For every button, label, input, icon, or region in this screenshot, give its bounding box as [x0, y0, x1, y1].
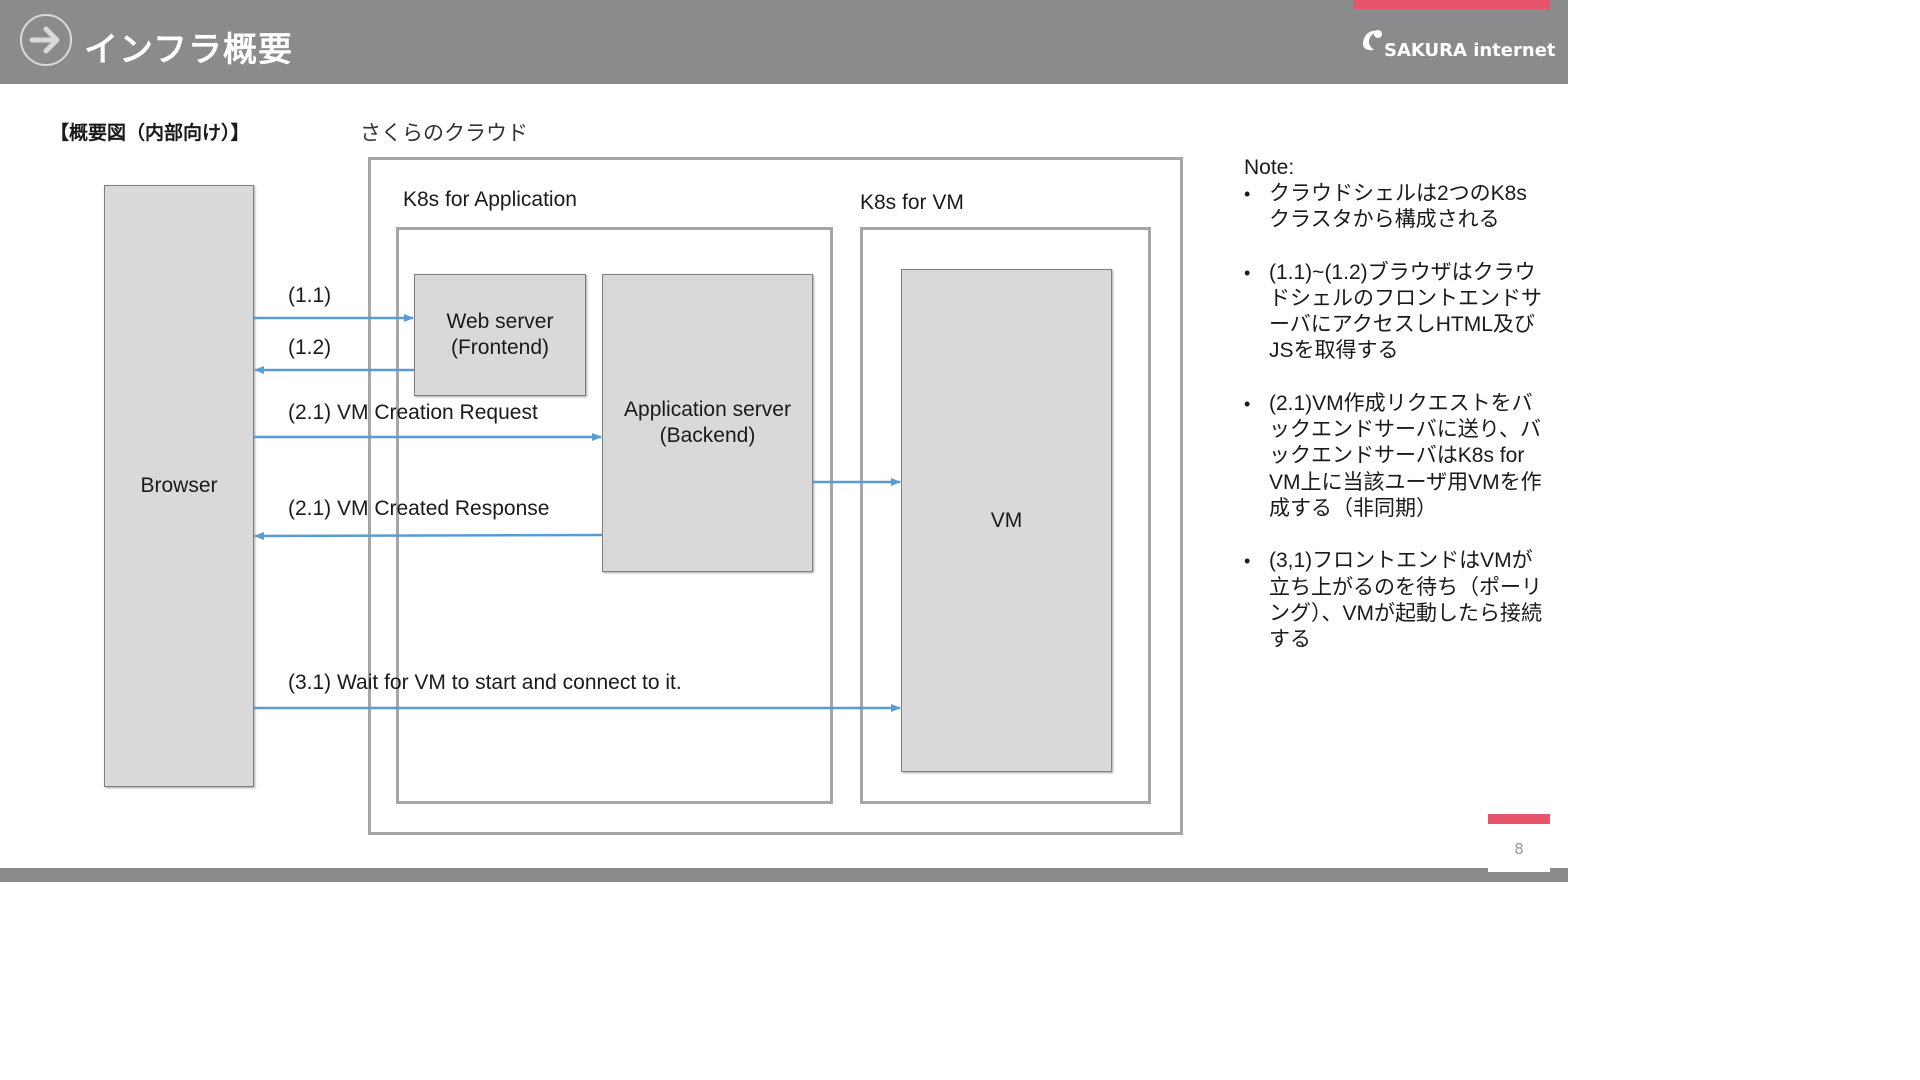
k8s-app-container [396, 227, 833, 804]
vm-node-label: VM [990, 508, 1023, 532]
sakura-logo-icon [1363, 30, 1382, 51]
flow-label-3-1: (3.1) Wait for VM to start and connect t… [288, 671, 682, 694]
k8s-vm-container [860, 227, 1151, 804]
page-number-box: 8 [1488, 814, 1550, 872]
footer-bar [0, 868, 1568, 882]
section-title: 【概要図（内部向け）】 [50, 122, 250, 144]
flow-label-1-1: (1.1) [288, 284, 332, 307]
note-item: クラウドシェルは2つのK8sクラスタから構成される [1244, 181, 1544, 234]
note-item: (1.1)~(1.2)ブラウザはクラウドシェルのフロントエンドサーバにアクセスし… [1244, 260, 1544, 365]
header-bar: インフラ概要 SAKURA internet [0, 0, 1568, 84]
logo-text: SAKURA internet [1384, 40, 1556, 61]
header-accent-stripe [1353, 0, 1550, 9]
sakura-logo: SAKURA internet [1360, 26, 1556, 66]
page-number: 8 [1514, 840, 1524, 858]
notes-title: Note: [1244, 156, 1295, 179]
flow-label-2-1-response: (2.1) VM Created Response [288, 497, 550, 520]
k8s-app-label: K8s for Application [403, 188, 577, 211]
page-number-accent [1488, 814, 1550, 824]
appserver-node-sublabel: (Backend) [659, 424, 756, 447]
appserver-node: Application server (Backend) [602, 274, 813, 572]
cloud-label: さくらのクラウド [360, 121, 528, 145]
webserver-node-sublabel: (Frontend) [450, 336, 550, 359]
flow-label-1-2: (1.2) [288, 336, 332, 359]
k8s-vm-label: K8s for VM [860, 191, 964, 214]
page-title: インフラ概要 [84, 30, 293, 70]
arrow-right-circle-icon [20, 14, 72, 66]
notes-list: クラウドシェルは2つのK8sクラスタから構成される (1.1)~(1.2)ブラウ… [1244, 181, 1544, 653]
flow-arrows [254, 314, 901, 712]
note-item: (3,1)フロントエンドはVMが立ち上がるのを待ち（ポーリング）、VMが起動した… [1244, 548, 1544, 653]
flow-arrow-2-1-response [254, 531, 603, 540]
webserver-node: Web server (Frontend) [414, 274, 586, 396]
flow-label-2-1-request: (2.1) VM Creation Request [288, 401, 538, 424]
browser-node: Browser [104, 185, 254, 787]
notes-panel: Note: クラウドシェルは2つのK8sクラスタから構成される (1.1)~(1… [1244, 155, 1544, 679]
appserver-node-label: Application server [624, 398, 791, 421]
browser-node-label: Browser [140, 474, 218, 497]
vm-node: VM [901, 269, 1112, 772]
webserver-node-label: Web server [446, 310, 554, 333]
note-item: (2.1)VM作成リクエストをバックエンドサーバに送り、バックエンドサーバはK8… [1244, 391, 1544, 522]
